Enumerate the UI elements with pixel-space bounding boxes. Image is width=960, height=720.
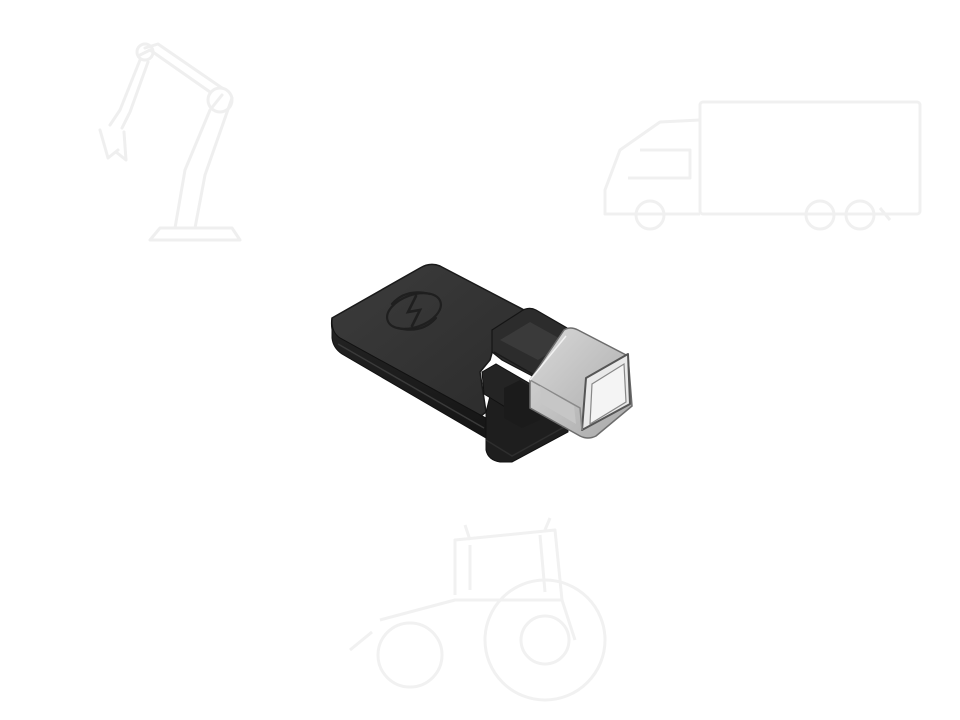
robot-arm-icon — [98, 42, 242, 242]
truck-icon — [603, 100, 922, 231]
tractor-icon — [349, 517, 607, 702]
power-cycle-logo-icon — [386, 291, 442, 331]
